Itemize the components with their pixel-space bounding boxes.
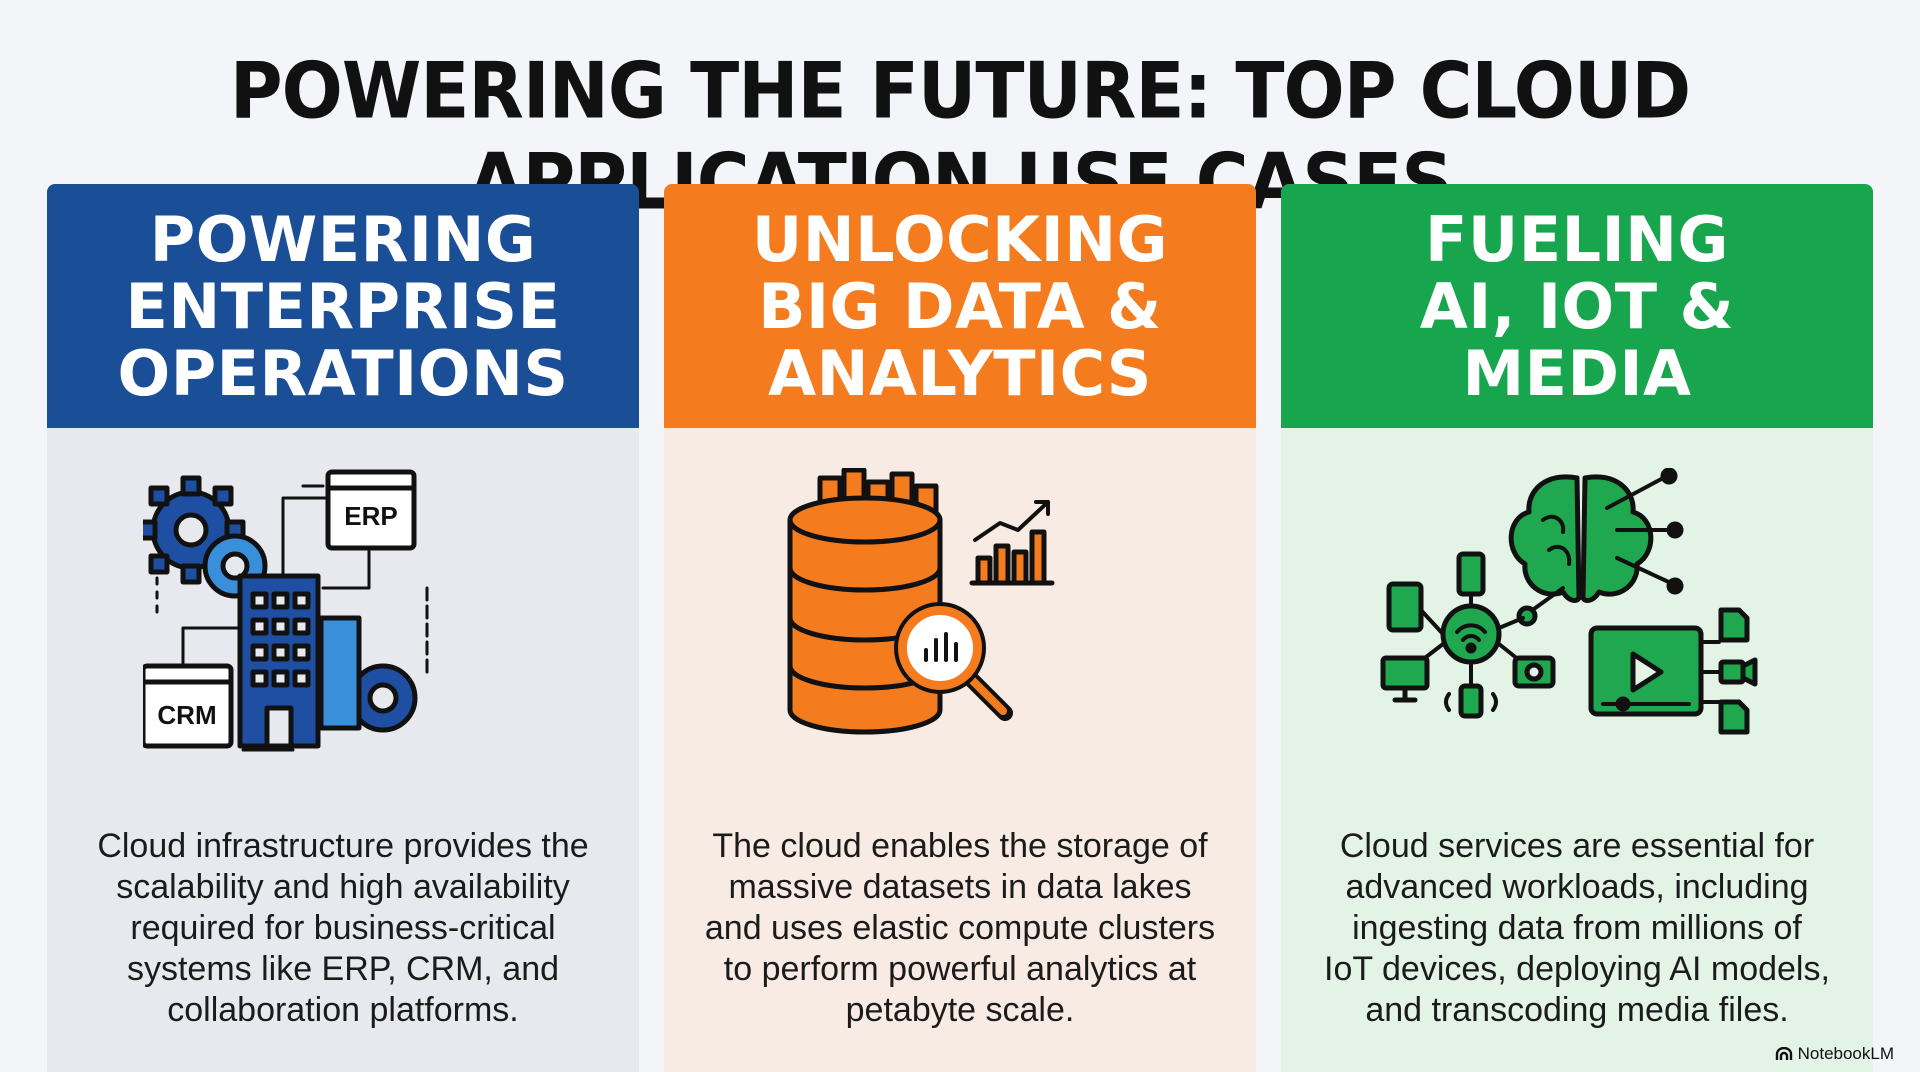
crm-label: CRM [157,700,216,730]
video-camera-icon [1718,659,1746,685]
erp-label: ERP [344,501,397,531]
card-header: UNLOCKING BIG DATA & ANALYTICS [664,184,1256,428]
ai-iot-media-icon [1380,468,1758,735]
card-enterprise-operations: POWERING ENTERPRISE OPERATIONS [47,184,639,1072]
card-header: FUELING AI, IOT & MEDIA [1281,184,1873,428]
file-icon [1718,699,1750,735]
card-description: Cloud infrastructure provides the scalab… [97,827,589,1029]
database-icon [787,495,943,735]
monitor-icon [1380,655,1430,691]
smartwatch-icon [1458,683,1484,719]
card-body: ERP CRM Cloud infrastructure provides th… [47,428,639,1072]
big-data-analytics-icon [787,468,1055,735]
card-description: Cloud services are essential for advance… [1324,827,1830,1029]
card-heading: FUELING AI, IOT & MEDIA [1419,202,1735,410]
notebooklm-logo-icon [1775,1047,1792,1060]
card-heading: UNLOCKING BIG DATA & ANALYTICS [751,202,1169,410]
notebooklm-brand: NotebookLM [1775,1044,1894,1064]
brand-label: NotebookLM [1797,1044,1894,1063]
card-big-data-analytics: UNLOCKING BIG DATA & ANALYTICS [664,184,1256,1072]
card-description: The cloud enables the storage of massive… [704,827,1216,1029]
magnifier-icon [894,602,1013,721]
card-body: The cloud enables the storage of massive… [664,428,1256,1072]
smartphone-icon [1456,551,1486,597]
enterprise-operations-icon: ERP CRM [143,469,429,752]
bar-chart-icon [969,500,1055,586]
file-icon [1718,607,1750,643]
document-icon [318,615,362,731]
card-ai-iot-media: FUELING AI, IOT & MEDIA [1281,184,1873,1072]
tablet-icon [1386,581,1424,633]
page-title: POWERING THE FUTURE: TOP CLOUD APPLICATI… [229,45,1691,227]
card-heading: POWERING ENTERPRISE OPERATIONS [117,202,569,410]
card-header: POWERING ENTERPRISE OPERATIONS [47,184,639,428]
video-player-icon [1588,625,1704,717]
card-body: Cloud services are essential for advance… [1281,428,1873,1072]
brain-icon [1508,468,1684,603]
